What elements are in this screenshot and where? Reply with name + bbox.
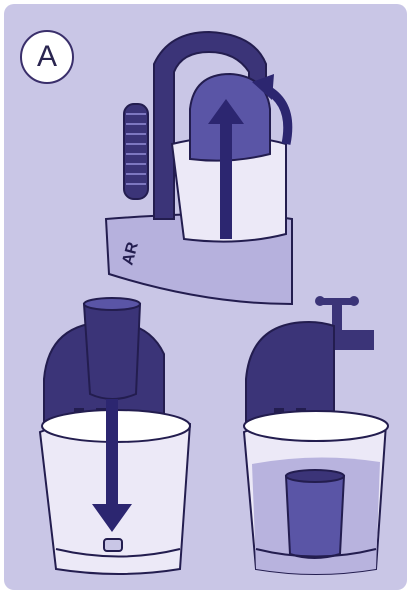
filter-socket <box>104 539 122 551</box>
fill-tap-panel <box>244 296 388 574</box>
tap-handle <box>320 298 354 305</box>
machine-top-panel: AR <box>106 32 292 304</box>
filter-cartridge <box>84 304 140 399</box>
filter-in-jug-top <box>286 470 344 482</box>
instruction-illustration: AR <box>4 4 407 590</box>
filter-in-jug <box>286 476 344 558</box>
filter-top <box>84 298 140 310</box>
jug-rim-right <box>244 411 388 441</box>
insert-filter-panel <box>40 298 190 574</box>
illustration-frame: A AR <box>4 4 407 590</box>
